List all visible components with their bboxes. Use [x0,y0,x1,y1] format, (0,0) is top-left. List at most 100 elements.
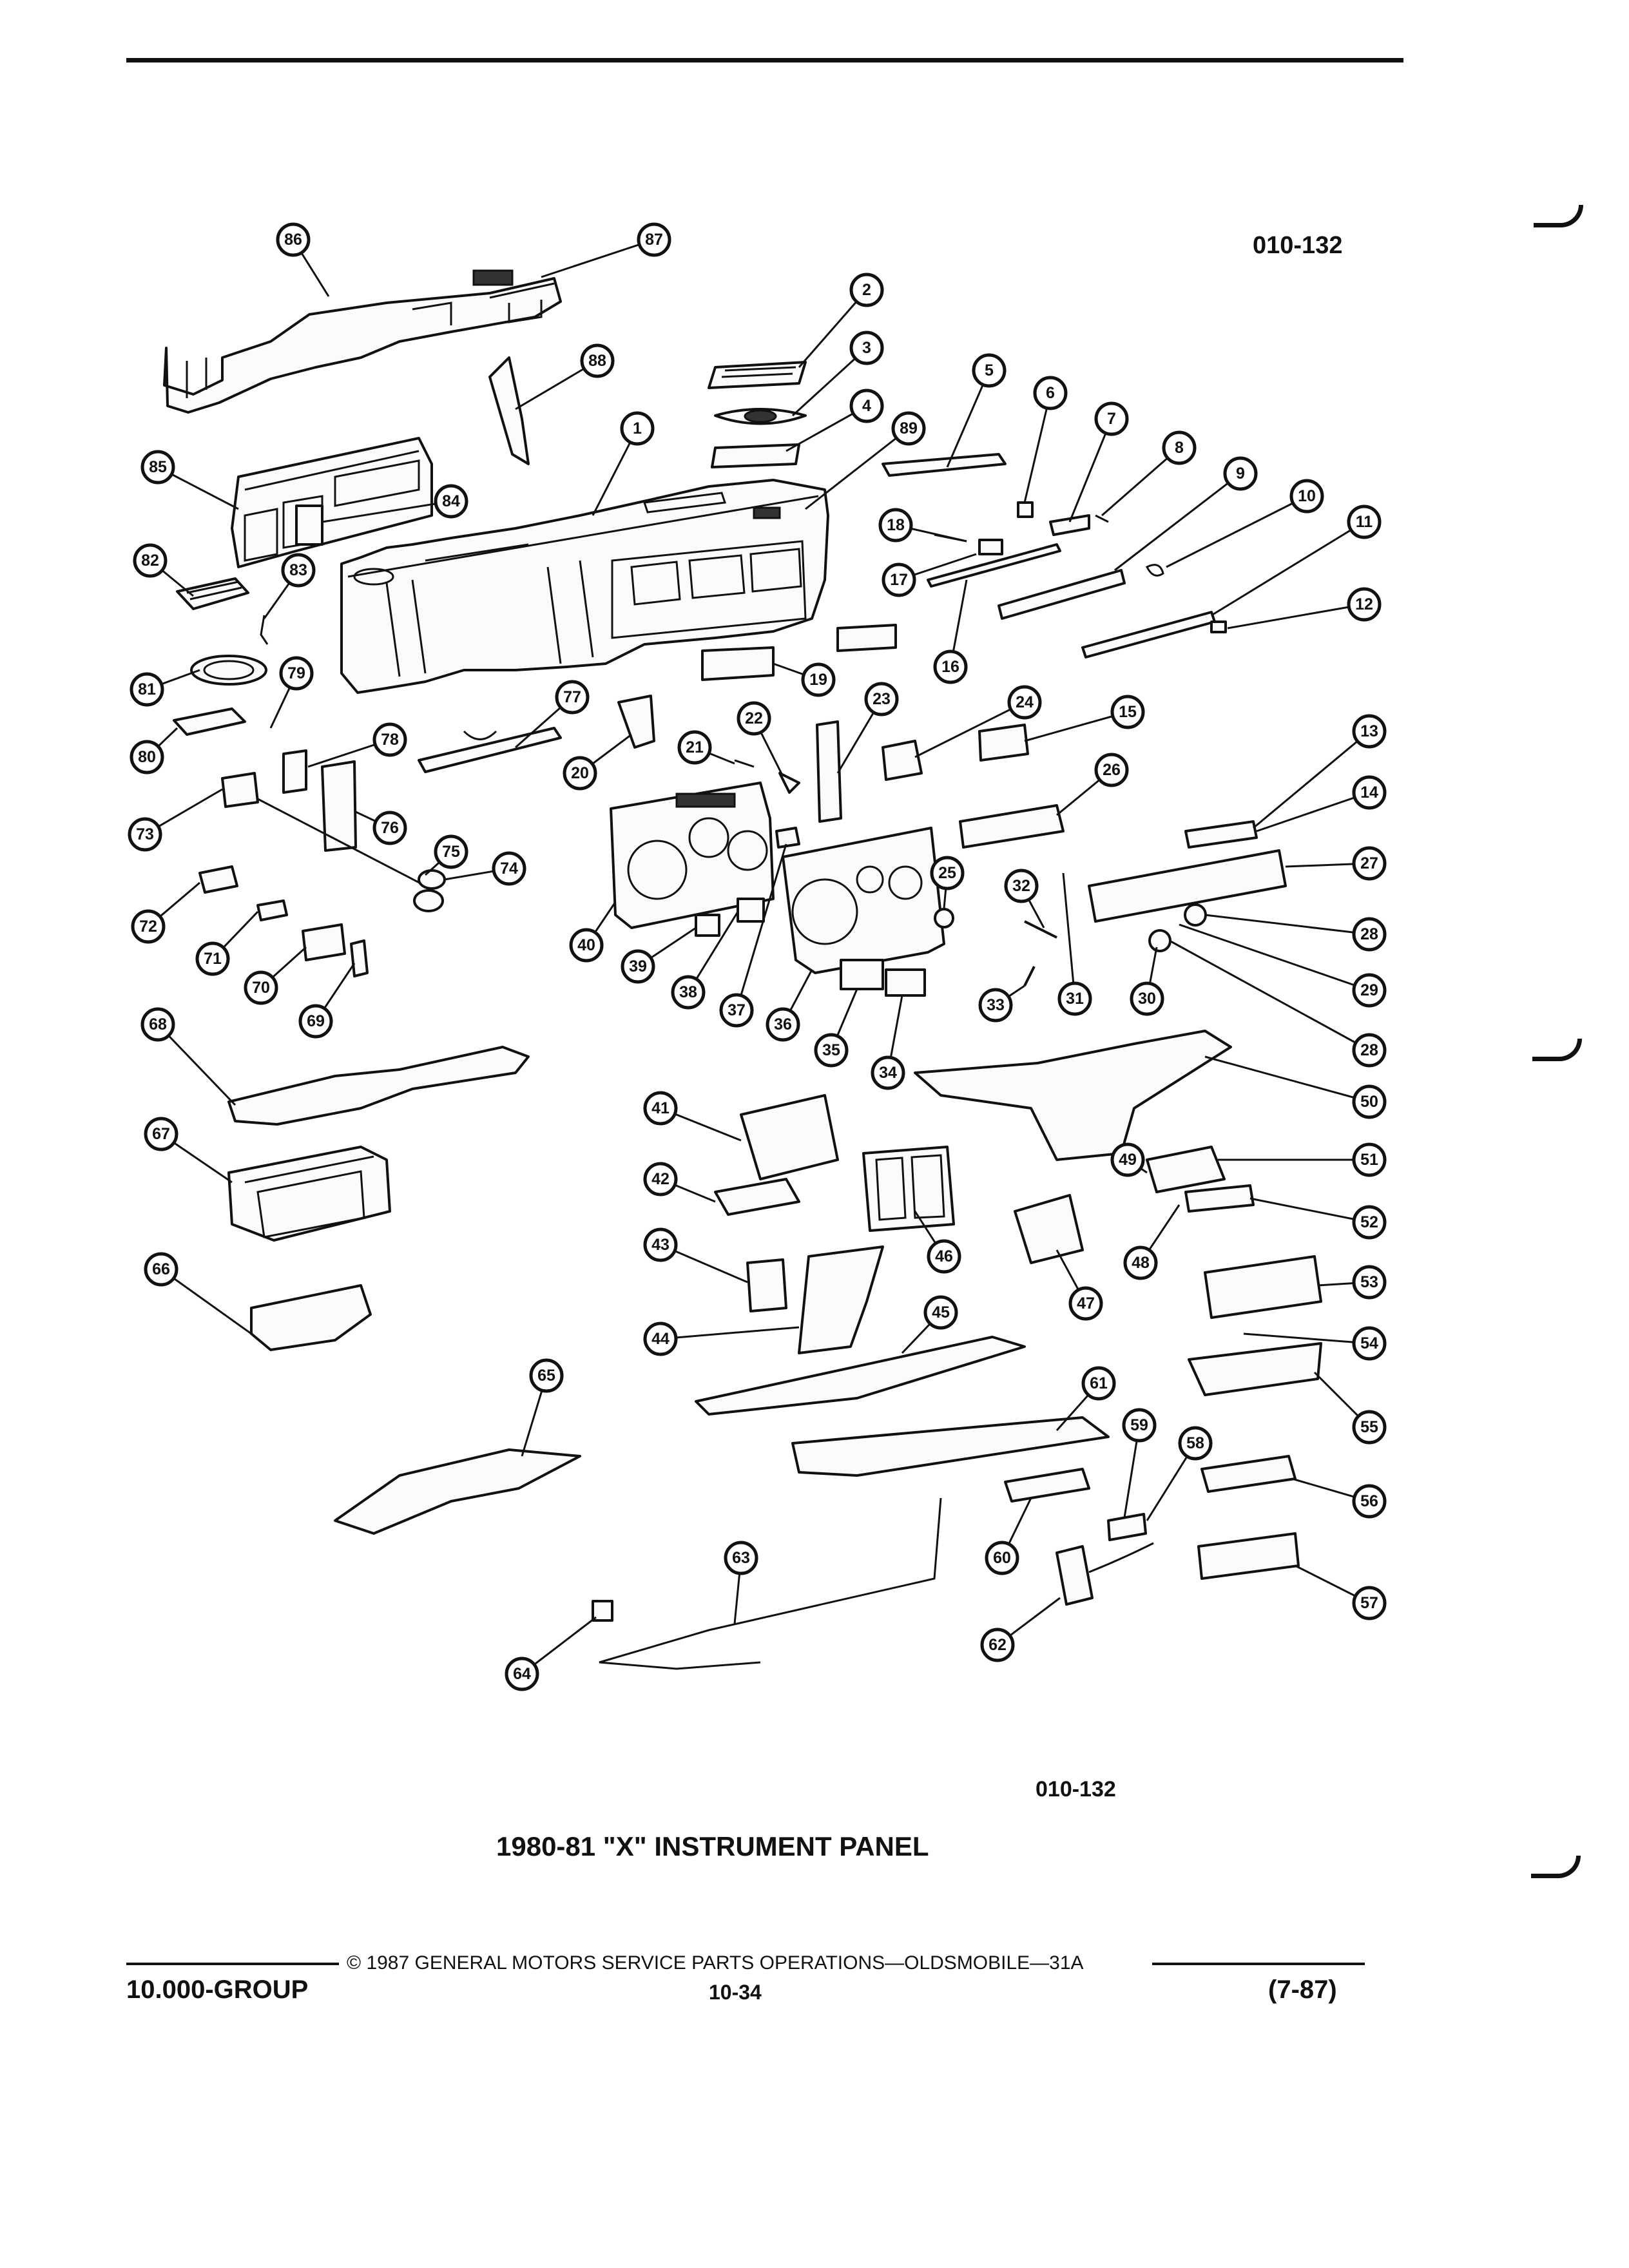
callout-circle [719,993,754,1028]
callout-number: 84 [442,492,460,510]
group-number: 10.000-GROUP [126,1975,309,2004]
callout-50: 49 [1110,1142,1145,1177]
callout-number: 19 [809,671,827,689]
part-84-switch [295,505,323,546]
callout-circle [677,730,712,765]
callout-circle [1081,1366,1116,1401]
callout-number: 83 [289,561,307,579]
callout-number: 14 [1360,783,1378,802]
callout-86: 85 [140,450,175,485]
part-speaker-set [708,361,807,468]
part-51-bracket [1146,1146,1226,1193]
callout-number: 34 [879,1064,897,1082]
callout-number: 46 [935,1247,953,1265]
callout-circle [643,1227,678,1262]
figure-code-top: 010-132 [1253,232,1343,259]
callout-79: 78 [372,722,407,757]
callout-81: 80 [130,740,164,774]
callout-circle [1352,1142,1387,1177]
callout-number: 69 [307,1012,325,1030]
callout-4: 4 [849,389,884,423]
callout-circle [643,1321,678,1356]
callout-circle [130,740,164,774]
part-46-vent-frame [862,1146,955,1232]
callout-12: 12 [1347,587,1382,622]
callout-circle [434,834,468,869]
callout-57: 56 [1352,1484,1387,1519]
callout-circle [978,988,1013,1023]
callout-number: 7 [1107,410,1116,428]
callout-circle [492,851,526,886]
callout-number: 15 [1119,703,1137,721]
callout-84: 83 [281,553,316,588]
part-70-bezel [302,923,346,961]
callout-80: 79 [279,656,314,691]
callout-number: 86 [284,231,302,249]
callout-number: 36 [774,1015,792,1033]
callout-circle [766,1007,800,1042]
callout-number: 6 [1046,384,1055,402]
callout-6: 6 [1033,376,1068,410]
callout-73: 72 [131,909,166,944]
callout-circle [933,649,968,684]
callout-number: 87 [645,231,663,249]
callout-circle [1352,1586,1387,1620]
callout-number: 60 [993,1549,1011,1567]
callout-number: 70 [252,979,270,997]
callout-circle [276,222,311,257]
callout-number: 63 [732,1549,750,1567]
callout-11: 11 [1347,505,1382,539]
callout-circle [849,273,884,307]
callout-number: 89 [900,419,918,437]
callout-22: 22 [737,701,771,736]
callout-number: 43 [651,1236,670,1254]
part-47-bracket [1014,1194,1084,1264]
callout-24: 24 [1007,685,1042,720]
callout-71: 70 [244,970,278,1005]
part-83-clip [260,615,269,645]
callout-number: 61 [1090,1374,1108,1392]
revision-date: (7-87) [1268,1975,1337,2004]
callout-19: 19 [801,662,836,697]
callout-65: 64 [505,1657,539,1691]
callout-56: 55 [1352,1410,1387,1445]
callout-41: 40 [569,928,604,963]
callout-15: 15 [1110,695,1145,729]
callout-number: 31 [1066,990,1084,1008]
part-62-microphone [1055,1545,1094,1606]
part-37-clip [775,827,800,849]
part-7-bracket [1049,514,1090,536]
part-61-console-bracket [791,1416,1110,1477]
callout-number: 65 [537,1367,555,1385]
callout-76: 75 [434,834,468,869]
callout-83: 82 [133,543,168,578]
part-20-bracket [617,695,655,749]
callout-number: 2 [862,281,871,299]
callout-number: 71 [204,950,222,968]
callout-circle [140,1007,175,1042]
callout-25: 25 [930,856,965,890]
callout-14: 14 [1352,775,1387,810]
callout-33: 32 [1004,869,1039,903]
callout-90: 89 [891,411,926,446]
part-43-bezel [746,1258,787,1312]
callout-circle [569,928,604,963]
callout-number: 4 [862,397,871,415]
callout-number: 42 [651,1170,670,1188]
callout-number: 47 [1077,1294,1095,1312]
callout-number: 75 [442,843,460,861]
callout-number: 17 [890,571,908,589]
callout-number: 35 [822,1041,840,1059]
callout-82: 81 [130,672,164,707]
callout-circle [1352,1084,1387,1119]
callout-circle [1352,917,1387,952]
callout-36: 35 [814,1033,849,1068]
callout-circle [1130,981,1164,1016]
part-6-clip [1017,501,1034,518]
callout-circle [140,450,175,485]
callout-64: 63 [724,1541,758,1575]
callout-20: 20 [563,756,597,791]
part-39-bulb-socket [695,914,720,937]
part-60-bracket [1004,1468,1090,1503]
callout-26: 26 [1094,753,1129,787]
